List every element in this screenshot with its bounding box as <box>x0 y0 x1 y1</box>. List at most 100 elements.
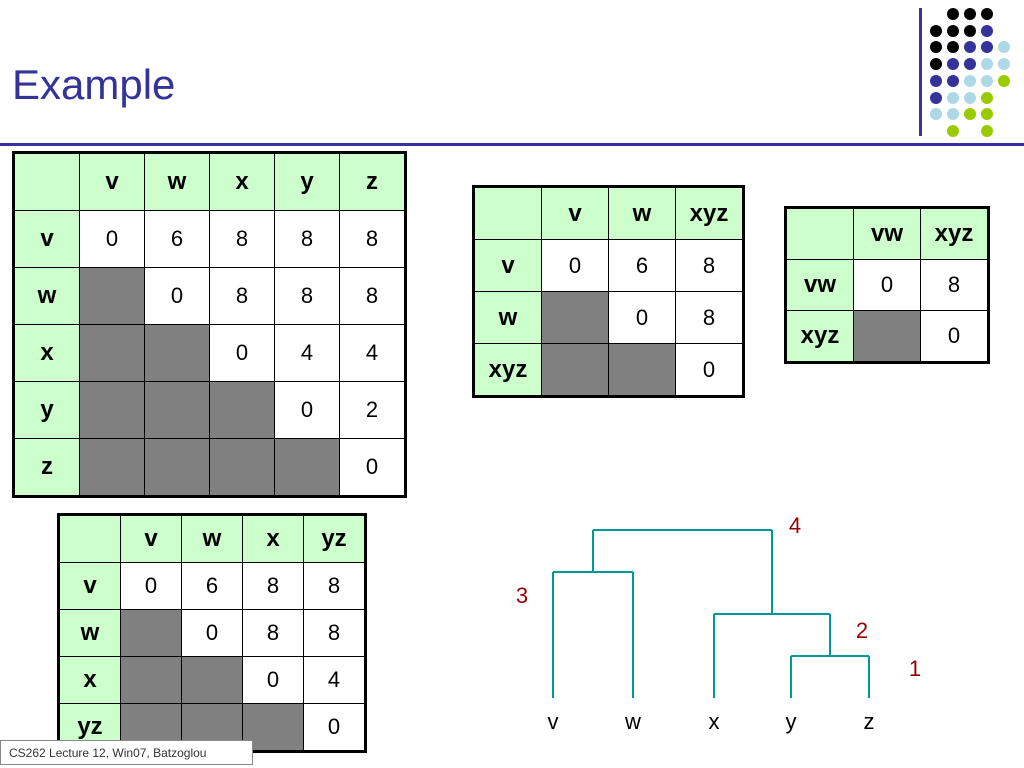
matrix-row-header: w <box>58 609 121 657</box>
matrix-column-header: w <box>144 152 210 211</box>
leaf-label: z <box>864 709 875 734</box>
matrix-distance-cell: 8 <box>274 267 340 325</box>
matrix-column-header: z <box>339 152 406 211</box>
matrix-distance-cell: 8 <box>209 210 275 268</box>
matrix-distance-cell: 8 <box>209 267 275 325</box>
matrix-distance-cell: 0 <box>274 381 340 439</box>
matrix-column-header: v <box>120 514 182 563</box>
matrix-distance-cell: 0 <box>303 703 366 752</box>
matrix-corner-cell <box>13 152 80 211</box>
matrix-masked-cell <box>274 438 340 497</box>
matrix-distance-cell: 8 <box>242 562 304 610</box>
matrix-row-header: v <box>13 210 80 268</box>
matrix-distance-cell: 8 <box>675 291 744 344</box>
matrix-distance-cell: 8 <box>920 259 989 311</box>
merge-height-label: 1 <box>909 656 921 681</box>
matrix-distance-cell: 4 <box>339 324 406 382</box>
leaf-label: w <box>624 709 641 734</box>
leaf-label: x <box>709 709 720 734</box>
matrix-column-header: v <box>541 186 609 240</box>
matrix-distance-cell: 0 <box>608 291 676 344</box>
matrix-distance-cell: 0 <box>181 609 243 657</box>
matrix-masked-cell <box>120 609 182 657</box>
matrix-row-header: z <box>13 438 80 497</box>
matrix-column-header: w <box>181 514 243 563</box>
matrix-corner-cell <box>785 207 854 260</box>
matrix-masked-cell <box>209 381 275 439</box>
matrix-distance-cell: 0 <box>209 324 275 382</box>
slide-title: Example <box>12 61 176 108</box>
merge-height-label: 4 <box>789 513 801 538</box>
matrix-corner-cell <box>473 186 542 240</box>
matrix-column-header: xyz <box>675 186 744 240</box>
matrix-row-header: vw <box>785 259 854 311</box>
matrix-row-header: w <box>473 291 542 344</box>
matrix-row-header: w <box>13 267 80 325</box>
matrix-distance-cell: 8 <box>274 210 340 268</box>
matrix-masked-cell <box>541 291 609 344</box>
matrix-distance-cell: 4 <box>303 656 366 704</box>
matrix-column-header: x <box>242 514 304 563</box>
matrix-masked-cell <box>79 381 145 439</box>
matrix-masked-cell <box>79 324 145 382</box>
matrix-masked-cell <box>144 324 210 382</box>
matrix-column-header: v <box>79 152 145 211</box>
matrix-distance-cell: 0 <box>120 562 182 610</box>
matrix-distance-cell: 0 <box>339 438 406 497</box>
matrix-masked-cell <box>853 310 921 363</box>
matrix-masked-cell <box>79 438 145 497</box>
matrix-distance-cell: 8 <box>339 210 406 268</box>
matrix-column-header: y <box>274 152 340 211</box>
matrix-distance-cell: 0 <box>853 259 921 311</box>
matrix-masked-cell <box>209 438 275 497</box>
matrix-distance-cell: 8 <box>339 267 406 325</box>
matrix-distance-cell: 0 <box>144 267 210 325</box>
header-vertical-rule <box>919 8 922 136</box>
matrix-row-header: y <box>13 381 80 439</box>
matrix-distance-cell: 6 <box>181 562 243 610</box>
slide-footer: CS262 Lecture 12, Win07, Batzoglou <box>0 740 253 765</box>
merge-height-label: 3 <box>516 583 528 608</box>
matrix-column-header: w <box>608 186 676 240</box>
matrix-distance-cell: 0 <box>675 343 744 397</box>
matrix-column-header: yz <box>303 514 366 563</box>
matrix-distance-cell: 8 <box>303 609 366 657</box>
matrix-column-header: vw <box>853 207 921 260</box>
matrix-distance-cell: 8 <box>242 609 304 657</box>
matrix-distance-cell: 8 <box>303 562 366 610</box>
matrix-masked-cell <box>144 438 210 497</box>
matrix-distance-cell: 8 <box>675 239 744 292</box>
matrix-row-header: xyz <box>785 310 854 363</box>
leaf-label: y <box>786 709 797 734</box>
matrix-distance-cell: 0 <box>242 656 304 704</box>
matrix-corner-cell <box>58 514 121 563</box>
matrix-column-header: xyz <box>920 207 989 260</box>
matrix-row-header: x <box>58 656 121 704</box>
matrix-row-header: v <box>58 562 121 610</box>
merge-height-label: 2 <box>856 618 868 643</box>
leaf-label: v <box>548 709 559 734</box>
matrix-masked-cell <box>608 343 676 397</box>
title-underline <box>0 143 1024 146</box>
